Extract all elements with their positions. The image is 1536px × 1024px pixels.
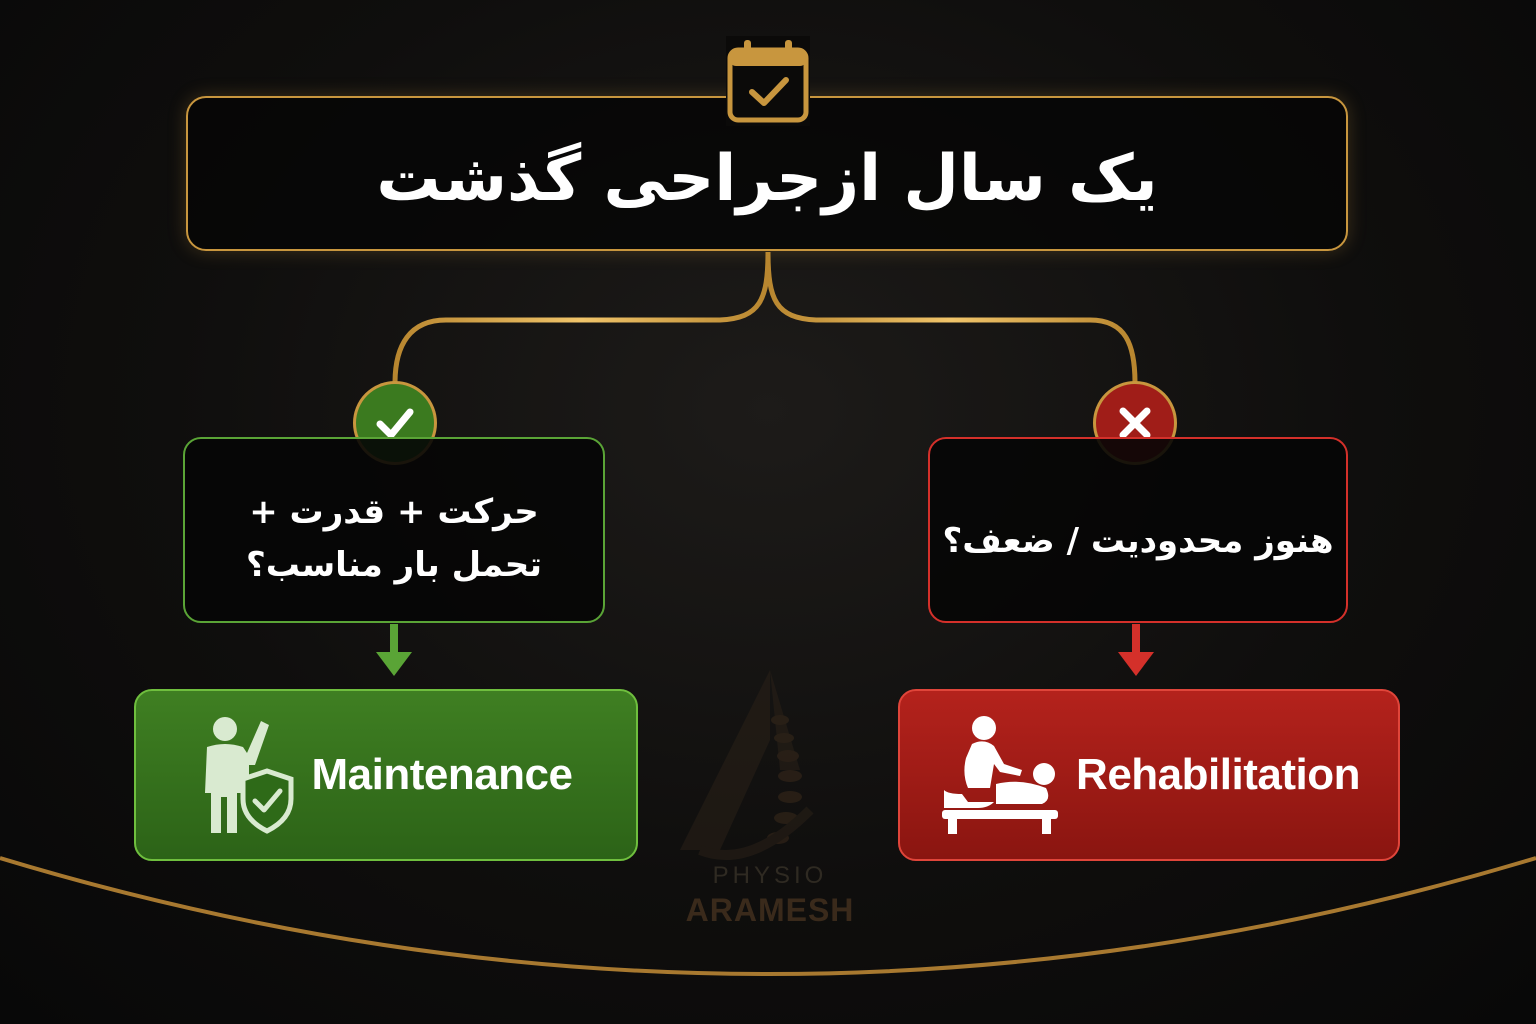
rehabilitation-box: Rehabilitation xyxy=(898,689,1400,861)
maintenance-label: Maintenance xyxy=(311,750,573,799)
arrow-down-icon-red xyxy=(1118,624,1154,676)
question-text-left: حرکت + قدرت + تحمل بار مناسب؟ xyxy=(246,468,542,591)
close-icon xyxy=(1119,407,1151,439)
person-shield-icon xyxy=(205,717,294,834)
question-line-1: حرکت + قدرت + xyxy=(249,492,539,533)
watermark-logo xyxy=(680,670,814,860)
question-box-left: حرکت + قدرت + تحمل بار مناسب؟ xyxy=(183,437,605,623)
calendar-check-icon xyxy=(726,36,810,126)
bottom-arc xyxy=(0,856,1536,976)
page-title: یک سال ازجراحی گذشت xyxy=(376,141,1158,216)
massage-therapy-icon xyxy=(942,716,1059,834)
question-text-right: هنوز محدودیت / ضعف؟ xyxy=(942,520,1334,561)
maintenance-box: Maintenance xyxy=(134,689,638,861)
question-line-2: تحمل بار مناسب؟ xyxy=(245,545,543,585)
question-box-right: هنوز محدودیت / ضعف؟ xyxy=(928,437,1348,623)
watermark-text-aramesh: ARAMESH xyxy=(685,892,855,928)
check-icon xyxy=(376,408,414,439)
branch-connector xyxy=(392,251,771,384)
rehabilitation-label: Rehabilitation xyxy=(1076,750,1360,799)
title-box: یک سال ازجراحی گذشت xyxy=(186,96,1348,251)
arrow-down-icon-green xyxy=(376,624,412,676)
watermark-text-physio: PHYSIO xyxy=(712,862,828,889)
